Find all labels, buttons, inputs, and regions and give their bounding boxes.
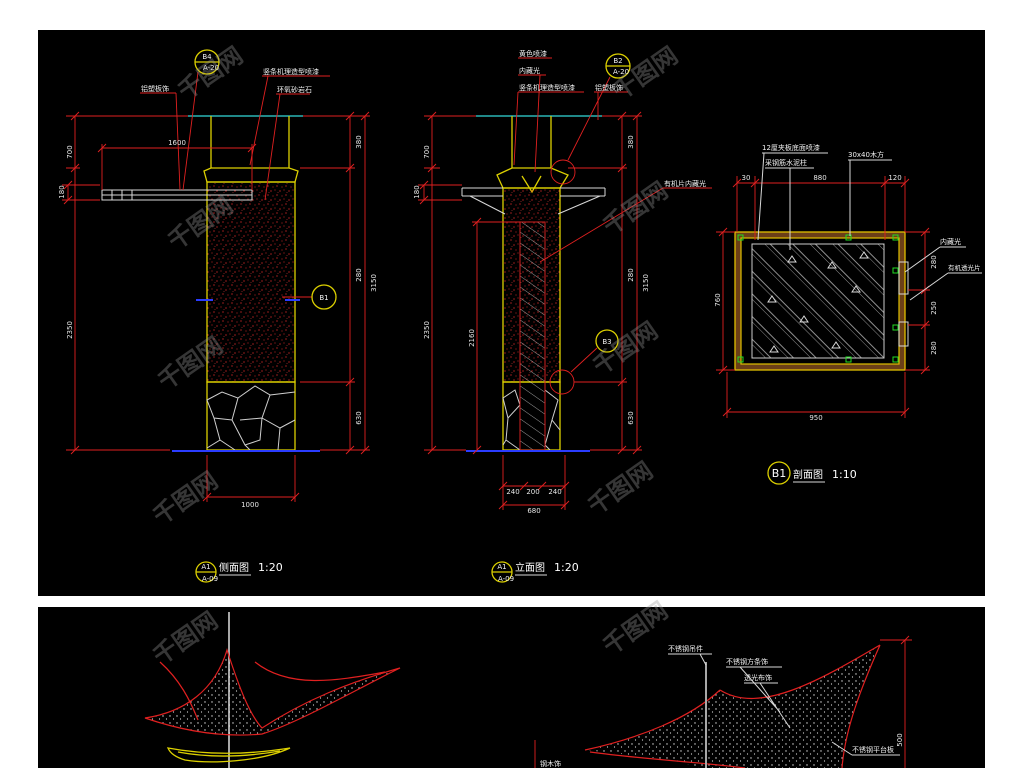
- dim-right-upper: 380: [627, 135, 635, 148]
- dim-right-upper: 380: [355, 135, 363, 148]
- dim-lower-height: 500: [896, 733, 904, 746]
- dim-opening-height: 2160: [468, 329, 476, 347]
- aluminum-bar: [461, 187, 606, 215]
- title-side-scale: 1:20: [258, 561, 283, 574]
- label-aluminum-panel: 铝塑板饰: [141, 84, 169, 93]
- label-steel-hanger: 不锈钢吊件: [668, 644, 703, 653]
- title-side-name: 侧面图: [219, 561, 249, 574]
- dim-right-lower: 630: [627, 411, 635, 424]
- section-dimension-lines: [716, 176, 930, 418]
- lower-sheet: 不锈钢吊件 不锈钢方条饰 透光布饰 不锈钢平台板 钢木饰 500: [144, 612, 912, 768]
- column-neck: [210, 116, 290, 168]
- dim-left-upper: 700: [423, 145, 431, 158]
- aluminum-bar-detail: [102, 190, 252, 200]
- dim-top-middle: 880: [813, 174, 826, 182]
- label-yellow-paint: 黄色喷漆: [519, 49, 547, 58]
- callout-b1-id: B1: [319, 294, 328, 302]
- callout-b1-circle: [311, 284, 337, 310]
- callout-b2-id: B2: [613, 57, 622, 65]
- dim-height: 760: [714, 293, 722, 306]
- label-steel-wood: 钢木饰: [540, 759, 561, 768]
- callout-b4-sheet: A-20: [203, 64, 219, 72]
- side-dimension-lines: [62, 111, 370, 502]
- sail-body-left: [144, 647, 401, 736]
- dim-left-total: 2350: [423, 321, 431, 339]
- detail-circle-top: [550, 159, 576, 185]
- dim-top-right: 120: [888, 174, 901, 182]
- front-leader-lines: [513, 57, 712, 373]
- section-aggregate-marks: [767, 251, 869, 353]
- sail-edges-left: [159, 661, 386, 721]
- dim-base-total: 680: [527, 507, 540, 515]
- dim-right-middle: 280: [627, 268, 635, 281]
- section-leader-lines: [757, 152, 982, 301]
- dim-left-upper: 700: [66, 145, 74, 158]
- title-section-circle: [767, 461, 791, 485]
- sail-body-right: [585, 645, 880, 768]
- section-light-panel-lower: [898, 321, 909, 347]
- dim-top-left: 30: [742, 174, 751, 182]
- sail-hull-left: [166, 747, 291, 763]
- side-view: B4 A-20 铝塑板饰 竖条机理造型喷漆 环氧砂岩石 B1 1600 700 …: [58, 49, 378, 583]
- dim-right-total: 3150: [642, 274, 650, 292]
- label-steel-strip: 不锈钢方条饰: [726, 657, 768, 666]
- callout-b3-id: B3: [602, 338, 611, 346]
- label-concrete-column: 采钢筋水泥柱: [765, 158, 807, 167]
- title-section-scale: 1:10: [832, 468, 857, 481]
- label-texture-paint: 竖条机理造型喷漆: [263, 67, 319, 76]
- title-side-sheet: A-09: [202, 575, 218, 583]
- lower-leader-lines: [668, 653, 900, 756]
- label-plywood-paint: 12厘夹板底面喷漆: [762, 143, 820, 152]
- side-leader-lines: [140, 71, 330, 298]
- front-dimension-lines: [418, 111, 642, 510]
- dim-right-total: 3150: [370, 274, 378, 292]
- dim-left-total: 2350: [66, 321, 74, 339]
- section-light-panel-upper: [898, 261, 909, 295]
- title-front-sheet: A-09: [498, 575, 514, 583]
- dim-bar-length: 1600: [168, 139, 186, 147]
- title-side-id: A1: [201, 563, 210, 571]
- label-aluminum-panel: 铝塑板饰: [595, 83, 623, 92]
- sail-edges-right: [584, 644, 881, 768]
- dim-right-lower: 280: [930, 341, 938, 354]
- dim-base-middle: 200: [526, 488, 539, 496]
- label-translucent-fabric: 透光布饰: [744, 673, 772, 682]
- callout-b3-circle: [595, 329, 619, 353]
- column-neck: [511, 116, 552, 168]
- label-sandstone: 环氧砂岩石: [277, 85, 312, 94]
- section-concrete-core: [751, 243, 885, 359]
- section-batten-marks: [737, 234, 899, 363]
- label-timber-batten: 30x40木方: [848, 150, 884, 159]
- label-steel-platform: 不锈钢平台板: [852, 745, 894, 754]
- title-front-name: 立面图: [515, 561, 545, 574]
- stone-pattern: [206, 385, 296, 451]
- label-hidden-light: 内藏光: [519, 66, 540, 75]
- callout-b4-id: B4: [202, 53, 212, 61]
- dim-left-bar: 180: [413, 185, 421, 198]
- dim-right-middle: 250: [930, 301, 938, 314]
- dim-right-middle: 280: [355, 268, 363, 281]
- dim-base-width: 1000: [241, 501, 259, 509]
- dim-base-left: 240: [506, 488, 519, 496]
- dim-right-upper: 280: [930, 255, 938, 268]
- title-front-id: A1: [497, 563, 506, 571]
- label-hidden-light: 内藏光: [940, 237, 961, 246]
- front-view: 黄色喷漆 内藏光 竖条机理造型喷漆 铝塑板饰 有机片内藏光 B2 A-20 B3…: [413, 49, 712, 583]
- callout-b2-sheet: A-20: [613, 68, 629, 76]
- dim-width: 950: [809, 414, 822, 422]
- lower-dimension-lines: [534, 635, 912, 768]
- dim-left-bar: 180: [58, 185, 66, 198]
- label-acrylic-light: 有机片内藏光: [664, 179, 706, 188]
- section-view: 12厘夹板底面喷漆 采钢筋水泥柱 30x40木方 内藏光 有机透光片 30 88…: [714, 143, 982, 485]
- label-acrylic-sheet: 有机透光片: [948, 263, 981, 272]
- label-texture-paint: 竖条机理造型喷漆: [519, 83, 575, 92]
- dim-right-lower: 630: [355, 411, 363, 424]
- dim-base-right: 240: [548, 488, 561, 496]
- title-front-scale: 1:20: [554, 561, 579, 574]
- title-section-id: B1: [772, 467, 787, 480]
- light-opening: [519, 221, 546, 451]
- title-section-name: 剖面图: [793, 468, 823, 481]
- column-body: [206, 181, 296, 383]
